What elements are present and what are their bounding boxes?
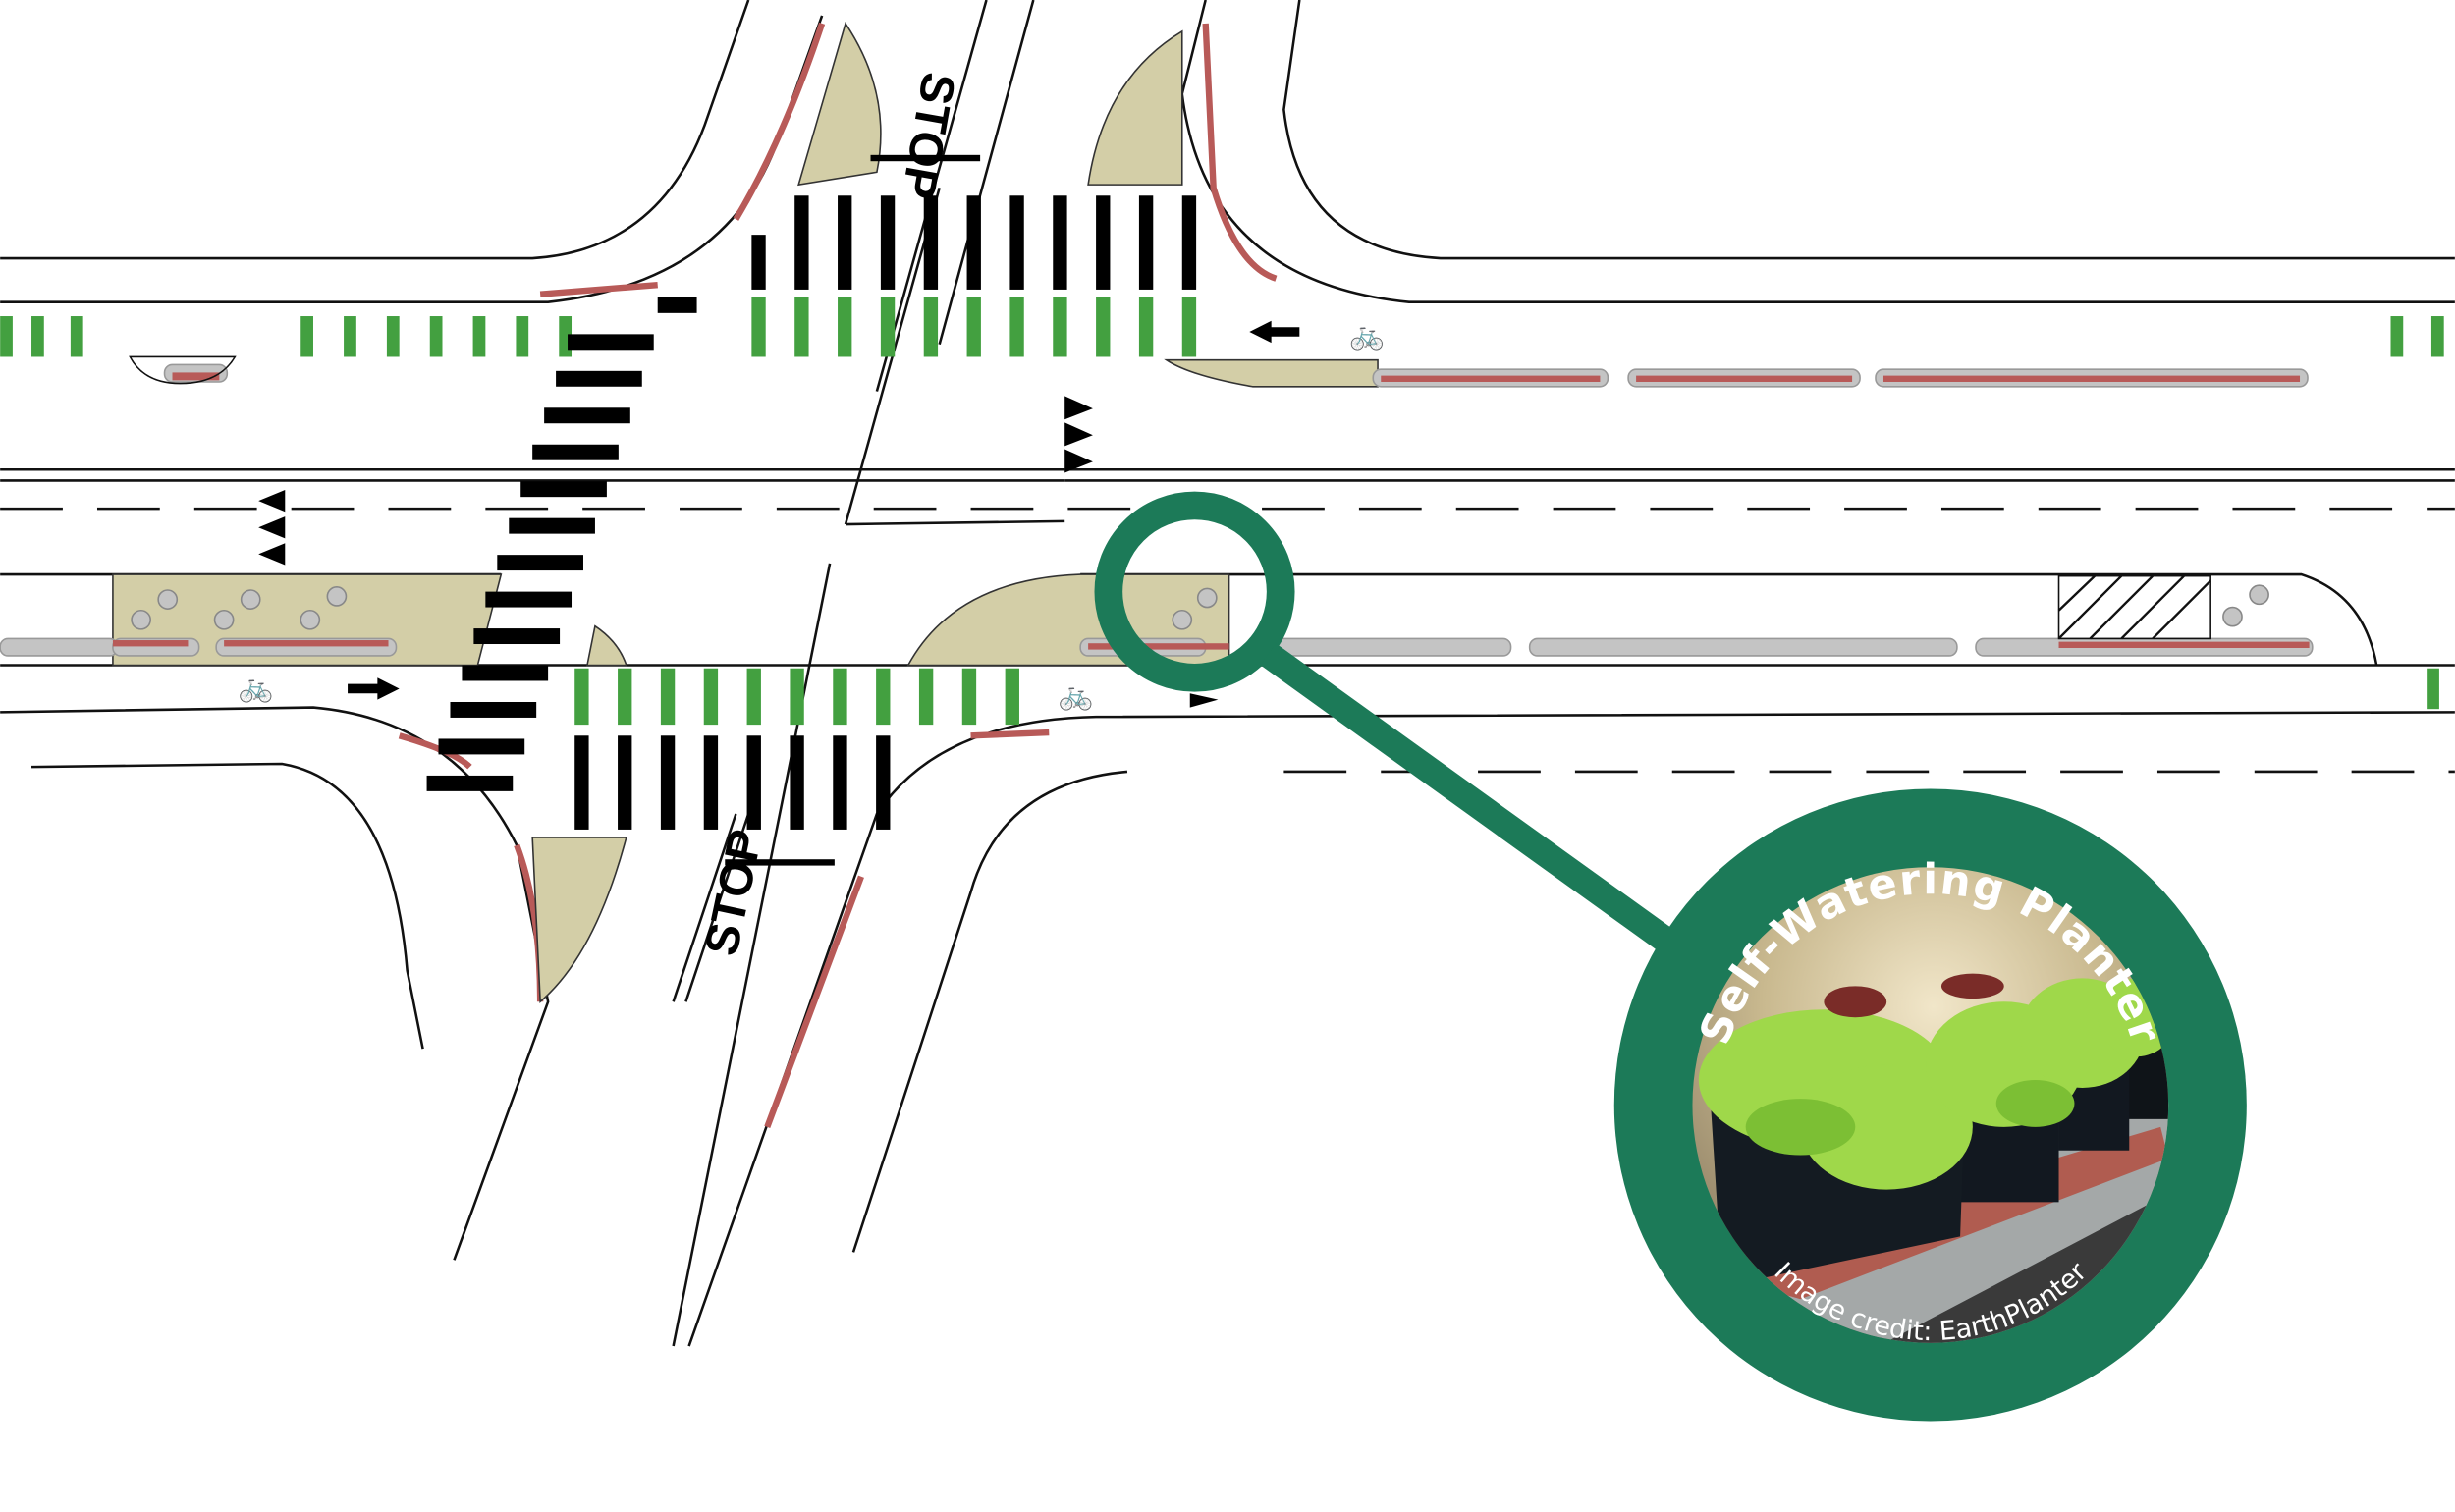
bike-bar [1053, 297, 1067, 357]
crosswalk-bar [1138, 195, 1154, 290]
crosswalk-bar [426, 775, 514, 791]
bike-bar [344, 316, 356, 357]
crosswalk-bar [751, 235, 766, 290]
planter-strips [0, 355, 2314, 657]
stop-label-north: STOP [891, 69, 964, 203]
crosswalk-bar [746, 735, 761, 830]
bike-bar [1138, 297, 1154, 357]
crosswalk-bar [1181, 195, 1197, 290]
bike-bar [923, 297, 939, 357]
crosswalk-bar [556, 370, 642, 387]
crosswalk-bar [1096, 195, 1111, 290]
bike-bar [880, 297, 896, 357]
crosswalk-bar [657, 297, 697, 313]
planter-photo [1692, 867, 2169, 1343]
bike-bar [574, 668, 589, 726]
crosswalk-bar [794, 195, 809, 290]
bike-bar [516, 316, 529, 357]
bike-bar [472, 316, 486, 357]
crosswalk-bar [485, 591, 573, 608]
crosswalk-bar [1009, 195, 1024, 290]
crosswalk-bar [660, 735, 676, 830]
bike-bar [751, 297, 766, 357]
bike-bar [2427, 668, 2439, 710]
crosswalk-bar [450, 702, 537, 718]
bike-bar [794, 297, 809, 357]
crosswalk-bar [790, 735, 804, 830]
crosswalk-bar [532, 444, 619, 460]
bike-symbols: 🚲 🚲 🚲 [238, 318, 1385, 712]
crosswalk-bar [544, 407, 630, 424]
crosswalk-bar [1053, 195, 1067, 290]
arrow-left-icon [1249, 320, 1300, 344]
crosswalk-bar [568, 334, 654, 351]
bike-bar [618, 668, 632, 726]
bike-bar [833, 668, 847, 726]
crosswalk-bar [574, 735, 589, 830]
bike-bar [386, 316, 400, 357]
crosswalk-bar [473, 628, 561, 645]
yield-markings [258, 320, 1300, 708]
bike-bar [1181, 297, 1197, 357]
bike-bar [300, 316, 313, 357]
callout-highlight-ring [1094, 491, 1295, 692]
bike-bar [838, 297, 852, 357]
bike-bar [31, 316, 44, 357]
bike-bar [429, 316, 443, 357]
arrow-right-icon [348, 677, 400, 700]
crosswalk-bar [703, 735, 719, 830]
bicycle-icon: 🚲 [238, 670, 273, 703]
bike-bar [660, 668, 676, 726]
bike-bar [918, 668, 934, 726]
bike-bar [790, 668, 804, 726]
bike-bar [1005, 668, 1019, 726]
crosswalk-bar [833, 735, 847, 830]
bike-bar [70, 316, 83, 357]
bicycle-icon: 🚲 [1059, 677, 1094, 711]
bike-bar [703, 668, 719, 726]
bike-bar [966, 297, 981, 357]
bike-bar [2390, 316, 2404, 357]
crosswalk-bar [966, 195, 981, 290]
bike-lane-markings [0, 297, 2444, 726]
crosswalk-bar [438, 738, 525, 755]
crosswalks [426, 195, 1197, 830]
stop-label-south: STOP [695, 825, 773, 960]
crosswalk-bar [618, 735, 632, 830]
planter-callout: Self-Watering Planter Image credit: Eart… [1094, 491, 2247, 1422]
crosswalk-bar [880, 195, 896, 290]
crosswalk-bar [876, 735, 891, 830]
crosswalk-bar [838, 195, 852, 290]
crosswalk-bar [923, 195, 939, 290]
crosswalk-bar [509, 517, 595, 534]
crosswalk-bar [520, 481, 607, 498]
bike-bar [1009, 297, 1024, 357]
bike-bar [2430, 316, 2444, 357]
bike-bar [876, 668, 891, 726]
bicycle-icon: 🚲 [1349, 318, 1385, 351]
crosswalk-bar [497, 555, 583, 571]
bike-bar [961, 668, 977, 726]
bike-bar [746, 668, 761, 726]
bike-bar [0, 316, 13, 357]
crosswalk-bar [462, 665, 549, 681]
bike-bar [1096, 297, 1111, 357]
